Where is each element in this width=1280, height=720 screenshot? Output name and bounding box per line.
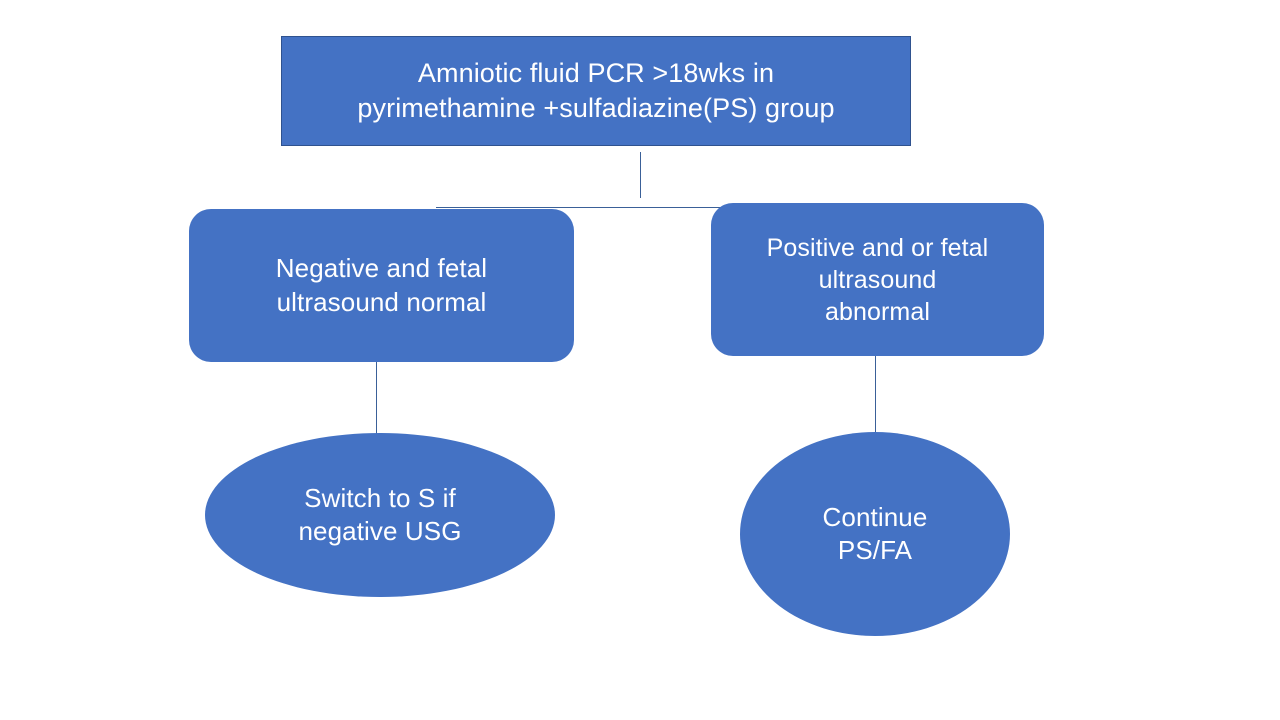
connector-root-stem	[640, 152, 641, 198]
connector-right-branch-to-outcome	[875, 356, 876, 433]
node-positive-fetal-ultrasound-abnormal[interactable]: Positive and or fetal ultrasound abnorma…	[711, 203, 1044, 356]
node-continue-ps-fa[interactable]: Continue PS/FA	[740, 432, 1010, 636]
connector-left-branch-to-outcome	[376, 362, 377, 434]
connector-split-bar	[436, 207, 876, 208]
node-root-amniotic-fluid-pcr[interactable]: Amniotic fluid PCR >18wks in pyrimethami…	[281, 36, 911, 146]
node-negative-fetal-ultrasound-normal[interactable]: Negative and fetal ultrasound normal	[189, 209, 574, 362]
node-switch-to-s-if-negative-usg[interactable]: Switch to S if negative USG	[205, 433, 555, 597]
